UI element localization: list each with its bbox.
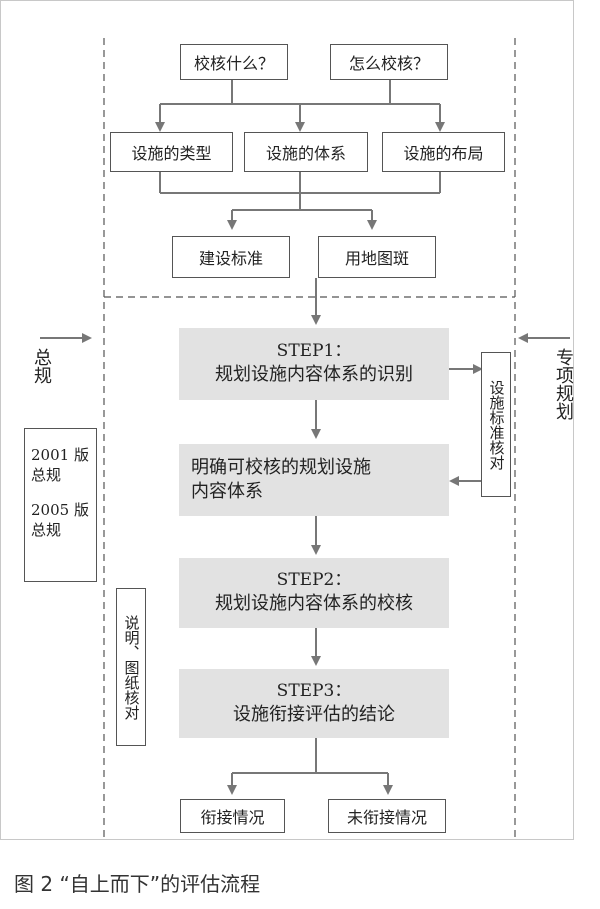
step3-title: STEP3： [276,680,352,701]
step3-box: STEP3： 设施衔接评估的结论 [179,669,449,738]
facility-type-label: 设施的类型 [131,144,212,163]
facility-system-label: 设施的体系 [265,144,346,163]
figure-caption: 图 2 “自上而下”的评估流程 [14,872,261,896]
question-how-label: 怎么校核？ [348,54,429,73]
step1-box: STEP1： 规划设施内容体系的识别 [179,328,449,400]
figure-frame [0,0,574,840]
drawings-check-box: 说明、图纸核对 [116,588,146,746]
land-use-map-box: 用地图斑 [318,236,436,278]
standards-check-box: 设施标准核对 [481,352,511,497]
drawings-check-label: 说明、图纸核对 [122,614,141,720]
facility-layout-box: 设施的布局 [382,132,505,172]
facility-type-box: 设施的类型 [110,132,233,172]
edition-2005: 2005 版 [31,500,89,519]
construction-standard-label: 建设标准 [198,249,263,268]
question-what-label: 校核什么？ [193,54,274,73]
identify-content-line2: 内容体系 [191,481,263,502]
step1-text: 规划设施内容体系的识别 [215,364,413,386]
question-what-box: 校核什么？ [180,44,288,80]
step3-text: 设施衔接评估的结论 [233,703,395,725]
edition-2005-type: 总规 [31,520,62,539]
construction-standard-box: 建设标准 [172,236,290,278]
edition-2001-type: 总规 [31,466,62,485]
question-how-box: 怎么校核？ [330,44,448,80]
step1-title: STEP1： [276,341,352,362]
edition-2001: 2001 版 [31,446,89,464]
step2-title: STEP2： [276,570,352,591]
special-plan-label: 专项规划 [553,348,574,420]
master-plan-label: 总规 [31,348,52,384]
facility-system-box: 设施的体系 [244,132,368,172]
land-use-map-label: 用地图斑 [344,249,409,268]
identify-content-box: 明确可校核的规划设施 内容体系 [179,444,449,516]
facility-layout-label: 设施的布局 [403,144,484,163]
standards-check-label: 设施标准核对 [487,379,506,470]
identify-content-line1: 明确可校核的规划设施 [191,456,371,478]
not-connected-box: 未衔接情况 [328,799,446,833]
connected-box: 衔接情况 [180,799,285,833]
not-connected-label: 未衔接情况 [346,808,427,827]
plan-edition-box: 2001 版 总规 2005 版 总规 [24,428,97,582]
step2-text: 规划设施内容体系的校核 [215,593,413,615]
step2-box: STEP2： 规划设施内容体系的校核 [179,558,449,628]
connected-label: 衔接情况 [200,808,265,827]
